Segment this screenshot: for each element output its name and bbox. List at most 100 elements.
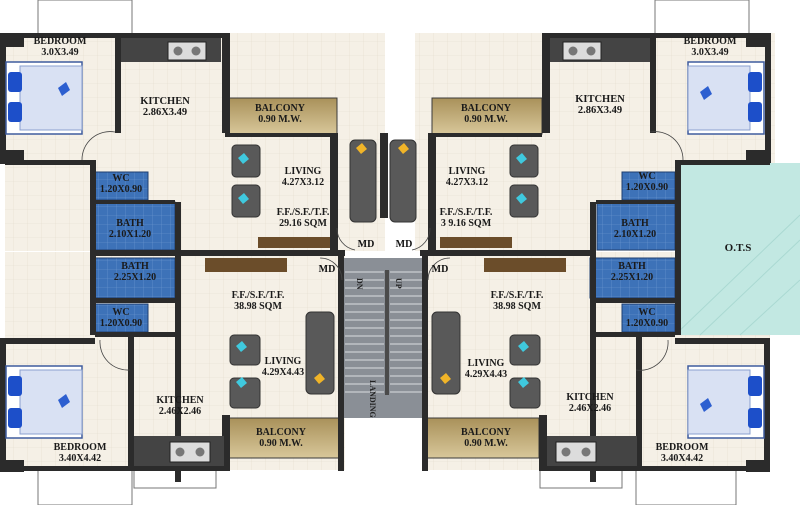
room-dim: 4.29X4.43 (261, 366, 305, 378)
room-name: BALCONY (255, 427, 307, 438)
room-dim: 4.27X3.12 (445, 176, 489, 188)
area-text: 38.98 SQM (234, 300, 282, 312)
walls (0, 33, 771, 482)
md-door-label-1: MD (357, 239, 375, 250)
md-door-label-3: MD (318, 264, 336, 275)
room-name: LIVING (448, 166, 486, 177)
room-dim: 3.40X4.42 (58, 452, 102, 464)
br-area-label: F.F./S.F./T.F.38.98 SQM (490, 290, 544, 312)
room-dim: 2.86X3.49 (142, 107, 188, 119)
room-name: KITCHEN (566, 392, 614, 403)
room-name: WC (638, 171, 656, 182)
tl-area-label: F.F./S.F./T.F.29.16 SQM (276, 207, 330, 229)
area-text: 38.98 SQM (493, 300, 541, 312)
room-name: KITCHEN (140, 96, 190, 107)
room-name: WC (112, 307, 130, 318)
room-dim: 2.86X3.49 (577, 105, 623, 117)
room-dim: 1.20X0.90 (99, 317, 143, 329)
area-text: 3 9.16 SQM (440, 217, 492, 229)
room-name: LIVING (284, 166, 322, 177)
room-dim: 1.20X0.90 (625, 181, 669, 193)
staircase (343, 258, 428, 418)
room-dim: 2.10X1.20 (108, 228, 152, 240)
stair-dn-label: DN (355, 278, 364, 290)
tr-area-label: F.F./S.F./T.F.3 9.16 SQM (439, 207, 493, 229)
room-dim: 2.25X1.20 (113, 271, 157, 283)
room-name: KITCHEN (575, 94, 625, 105)
room-dim: 3.0X3.49 (691, 46, 729, 58)
stair-up-label: UP (394, 278, 403, 289)
room-name: KITCHEN (156, 395, 204, 406)
room-name: BALCONY (460, 103, 512, 114)
floors-text: F.F./S.F./T.F. (439, 207, 493, 218)
room-name: LIVING (467, 358, 505, 369)
ots-label: O.T.S (724, 242, 752, 255)
living-furniture (229, 139, 541, 409)
room-dim: 2.10X1.20 (613, 228, 657, 240)
room-dim: 0.90 M.W. (464, 113, 508, 125)
tv-units (205, 237, 566, 272)
room-dim: 2.46X2.46 (158, 405, 202, 417)
room-name: BATH (618, 261, 646, 272)
room-name: BALCONY (460, 427, 512, 438)
beds (5, 61, 765, 439)
room-name: BATH (621, 218, 649, 229)
room-dim: 0.90 M.W. (259, 437, 303, 449)
room-dim: 4.27X3.12 (281, 176, 325, 188)
room-name: BEDROOM (655, 442, 709, 453)
window-frames (37, 0, 750, 505)
room-dim: 1.20X0.90 (99, 183, 143, 195)
room-dim: 2.25X1.20 (610, 271, 654, 283)
wet-areas (94, 171, 676, 333)
room-dim: 2.46X2.46 (568, 402, 612, 414)
room-name: BALCONY (254, 103, 306, 114)
bl-area-label: F.F./S.F./T.F.38.98 SQM (231, 290, 285, 312)
md-door-label-2: MD (395, 239, 413, 250)
room-dim: 0.90 M.W. (464, 437, 508, 449)
floors-text: F.F./S.F./T.F. (231, 290, 285, 301)
room-name: BEDROOM (683, 36, 737, 47)
room-dim: 3.40X4.42 (660, 452, 704, 464)
room-name: LIVING (264, 356, 302, 367)
ots-area (675, 163, 800, 335)
room-name: BATH (121, 261, 149, 272)
room-name: BEDROOM (53, 442, 107, 453)
area-text: 29.16 SQM (279, 217, 327, 229)
stair-landing-label: LANDING (368, 380, 377, 418)
floors-text: F.F./S.F./T.F. (490, 290, 544, 301)
room-name: BEDROOM (33, 36, 87, 47)
room-dim: 1.20X0.90 (625, 317, 669, 329)
room-name: BATH (116, 218, 144, 229)
ots-text: O.T.S (724, 242, 752, 254)
kitchen-platforms (121, 38, 650, 466)
room-name: WC (638, 307, 656, 318)
door-swings (81, 131, 684, 371)
cushions (236, 143, 529, 388)
floors-text: F.F./S.F./T.F. (276, 207, 330, 218)
